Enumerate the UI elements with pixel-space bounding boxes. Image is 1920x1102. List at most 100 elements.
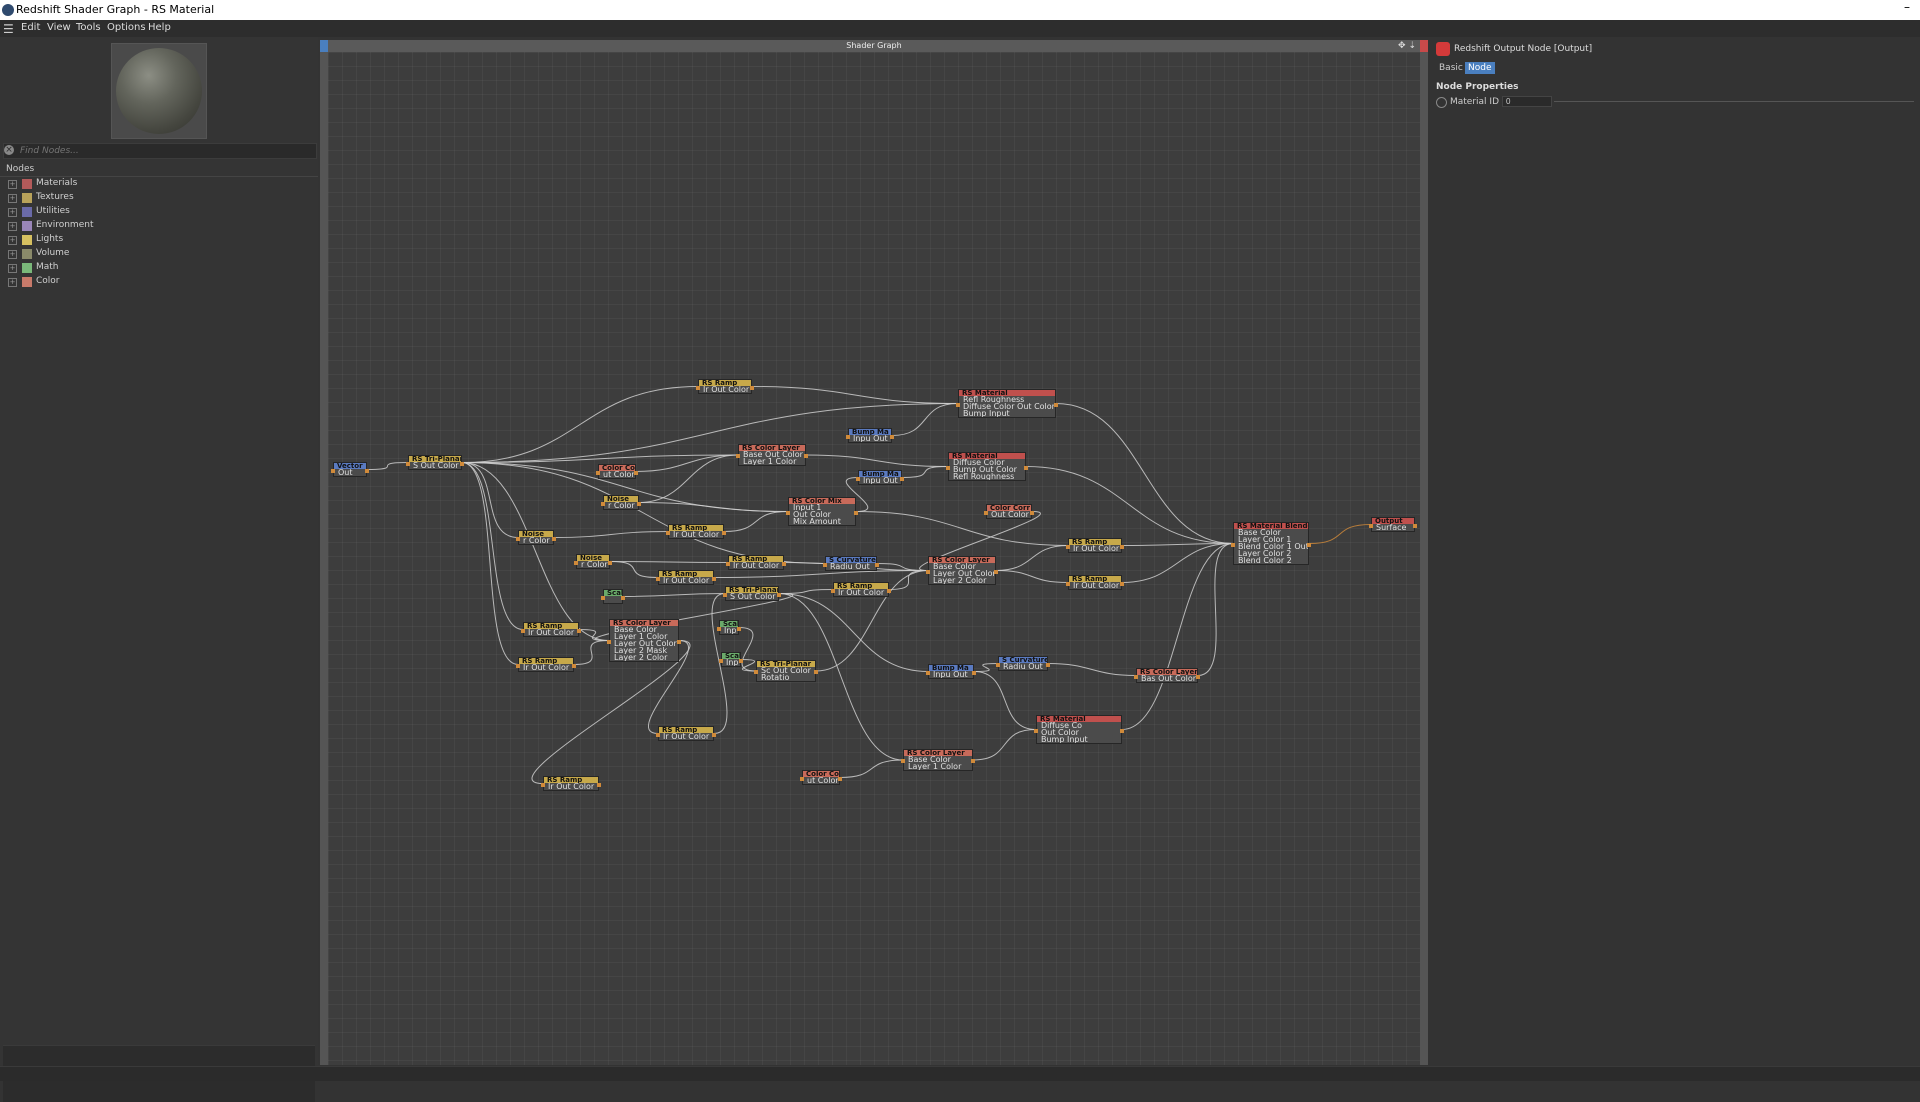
input-port-icon[interactable] bbox=[516, 536, 520, 541]
output-port-icon[interactable] bbox=[854, 510, 858, 515]
graph-navigation-icon[interactable]: ✥ ⇣ bbox=[1398, 41, 1416, 51]
input-port-icon[interactable] bbox=[726, 561, 730, 566]
input-port-icon[interactable] bbox=[717, 626, 721, 631]
output-port-icon[interactable] bbox=[814, 670, 818, 674]
hamburger-menu-icon[interactable]: ☰ bbox=[3, 22, 14, 36]
input-port-icon[interactable] bbox=[607, 639, 611, 644]
input-port-icon[interactable] bbox=[574, 560, 578, 565]
input-port-icon[interactable] bbox=[1231, 542, 1235, 547]
input-port-icon[interactable] bbox=[901, 759, 905, 763]
menu-edit[interactable]: Edit bbox=[21, 22, 41, 33]
output-port-icon[interactable] bbox=[782, 561, 786, 566]
input-port-icon[interactable] bbox=[996, 662, 1000, 667]
output-port-icon[interactable] bbox=[460, 461, 464, 466]
output-port-icon[interactable] bbox=[1120, 581, 1124, 586]
input-port-icon[interactable] bbox=[856, 476, 860, 481]
input-port-icon[interactable] bbox=[666, 530, 670, 535]
material-id-slider[interactable] bbox=[1554, 101, 1914, 102]
menu-help[interactable]: Help bbox=[148, 22, 171, 33]
expand-icon[interactable]: + bbox=[8, 250, 17, 259]
material-id-field[interactable] bbox=[1502, 96, 1552, 107]
output-port-icon[interactable] bbox=[971, 759, 975, 763]
output-port-icon[interactable] bbox=[365, 468, 369, 473]
input-port-icon[interactable] bbox=[1066, 544, 1070, 549]
output-port-icon[interactable] bbox=[737, 626, 741, 631]
input-port-icon[interactable] bbox=[946, 465, 950, 470]
node-cc1[interactable]: Color Corrut Color bbox=[596, 464, 638, 479]
input-port-icon[interactable] bbox=[846, 434, 850, 439]
input-port-icon[interactable] bbox=[956, 402, 960, 407]
input-port-icon[interactable] bbox=[831, 588, 835, 593]
output-port-icon[interactable] bbox=[1196, 674, 1200, 679]
minimize-button[interactable]: – bbox=[1904, 0, 1910, 14]
output-port-icon[interactable] bbox=[677, 639, 681, 644]
output-port-icon[interactable] bbox=[1054, 402, 1058, 407]
material-id-animate-icon[interactable] bbox=[1436, 97, 1447, 108]
node-small3[interactable]: ScaleInp bbox=[719, 652, 743, 667]
input-port-icon[interactable] bbox=[1369, 523, 1373, 528]
output-port-icon[interactable] bbox=[637, 501, 641, 506]
output-port-icon[interactable] bbox=[608, 560, 612, 565]
input-port-icon[interactable] bbox=[926, 569, 930, 574]
input-port-icon[interactable] bbox=[719, 658, 723, 663]
input-port-icon[interactable] bbox=[984, 510, 988, 515]
node-cc3[interactable]: Color Corrut Color bbox=[800, 770, 842, 785]
material-preview[interactable] bbox=[111, 43, 207, 139]
output-port-icon[interactable] bbox=[1120, 544, 1124, 549]
input-port-icon[interactable] bbox=[723, 592, 727, 597]
expand-icon[interactable]: + bbox=[8, 264, 17, 273]
output-port-icon[interactable] bbox=[875, 562, 879, 567]
input-port-icon[interactable] bbox=[601, 595, 605, 600]
output-port-icon[interactable] bbox=[597, 782, 601, 787]
output-port-icon[interactable] bbox=[577, 628, 581, 633]
input-port-icon[interactable] bbox=[656, 576, 660, 581]
input-port-icon[interactable] bbox=[1034, 728, 1038, 733]
output-port-icon[interactable] bbox=[1046, 662, 1050, 667]
output-port-icon[interactable] bbox=[838, 776, 842, 781]
input-port-icon[interactable] bbox=[1066, 581, 1070, 586]
expand-icon[interactable]: + bbox=[8, 208, 17, 217]
input-port-icon[interactable] bbox=[696, 385, 700, 390]
output-port-icon[interactable] bbox=[1120, 728, 1124, 733]
input-port-icon[interactable] bbox=[331, 468, 335, 473]
expand-icon[interactable]: + bbox=[8, 222, 17, 231]
clear-search-icon[interactable]: × bbox=[4, 145, 14, 155]
output-port-icon[interactable] bbox=[722, 530, 726, 535]
input-port-icon[interactable] bbox=[406, 461, 410, 466]
output-port-icon[interactable] bbox=[712, 732, 716, 737]
output-port-icon[interactable] bbox=[994, 569, 998, 574]
input-port-icon[interactable] bbox=[541, 782, 545, 787]
node-small2[interactable]: ScaleInp bbox=[717, 620, 741, 635]
output-port-icon[interactable] bbox=[552, 536, 556, 541]
input-port-icon[interactable] bbox=[754, 670, 758, 674]
input-port-icon[interactable] bbox=[521, 628, 525, 633]
output-port-icon[interactable] bbox=[750, 385, 754, 390]
output-port-icon[interactable] bbox=[972, 670, 976, 675]
input-port-icon[interactable] bbox=[656, 732, 660, 737]
